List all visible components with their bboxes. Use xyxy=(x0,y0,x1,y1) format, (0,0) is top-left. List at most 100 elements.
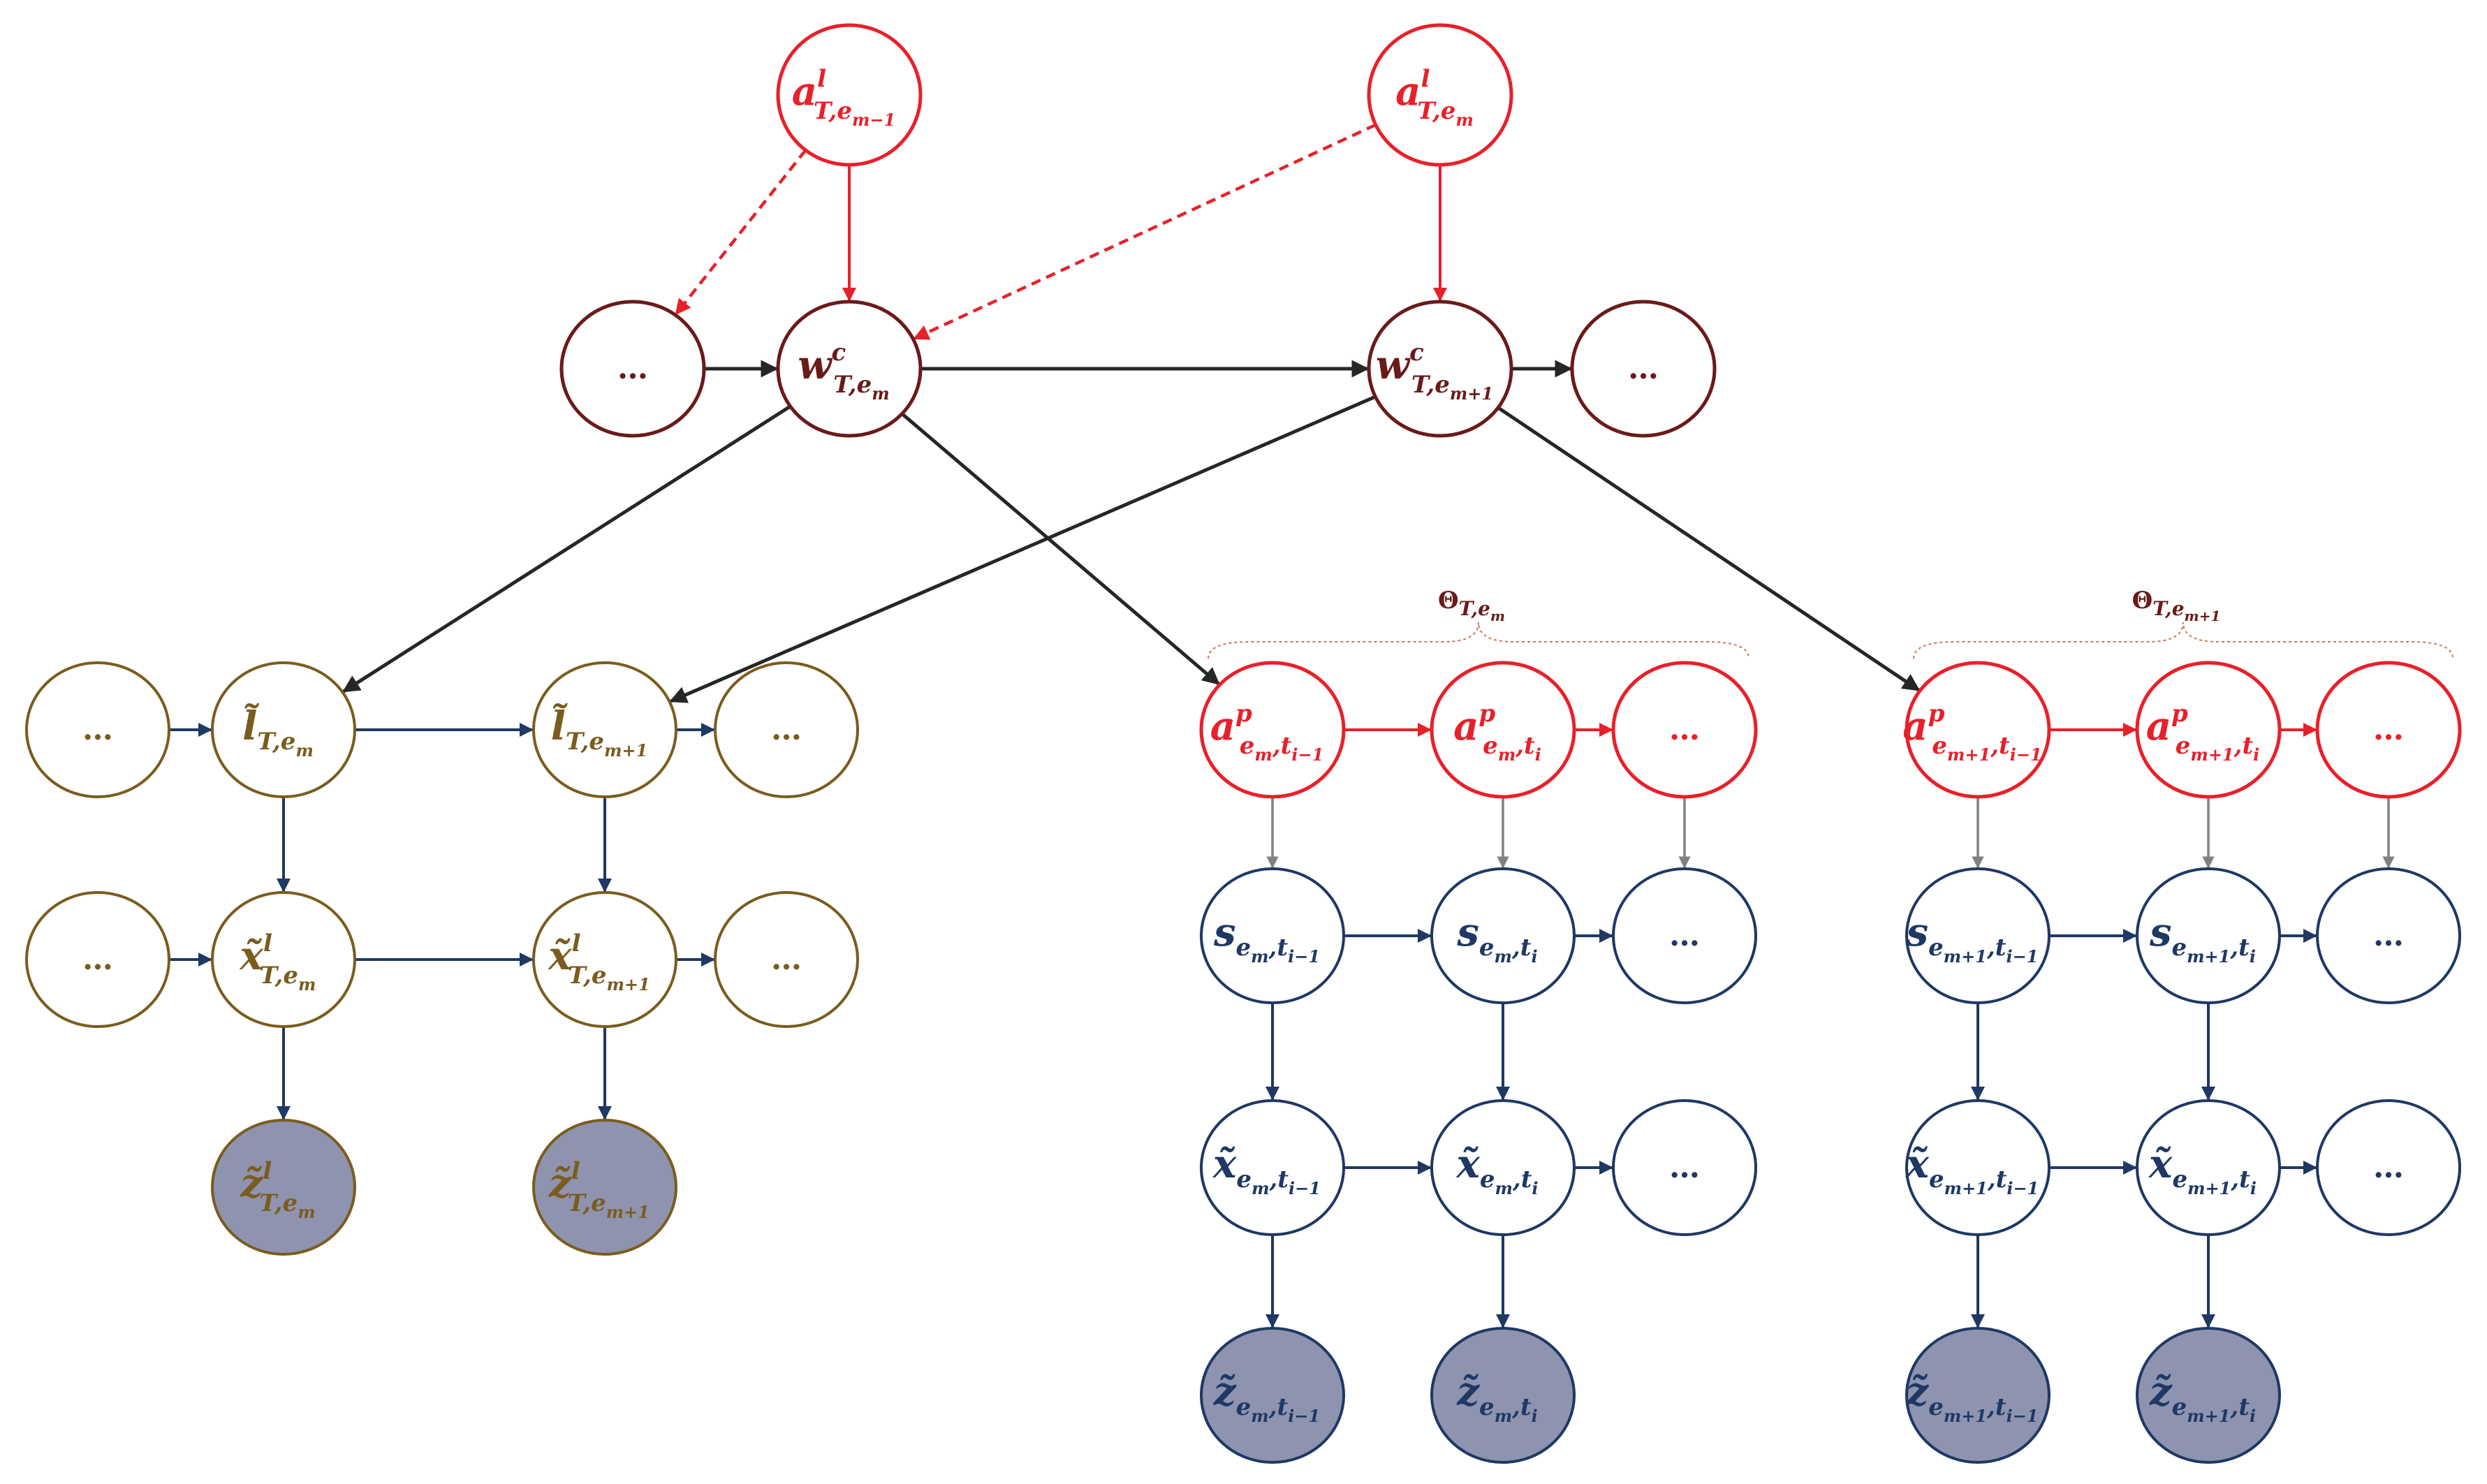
node-circle xyxy=(1905,1099,2051,1236)
node-circle xyxy=(776,300,923,438)
node-label: z̃em+1,ti−1 xyxy=(1905,1369,2038,1426)
node-circle xyxy=(1905,867,2051,1004)
node-label: x̃em+1,ti−1 xyxy=(1905,1141,2039,1198)
node-s_em_dots: … xyxy=(1612,867,1757,1004)
node-z_em_ti-1: z̃em,ti−1 xyxy=(1200,1327,1345,1464)
node-x_em1_ti: x̃em+1,ti xyxy=(2136,1099,2281,1236)
node-label: sem+1,ti−1 xyxy=(1906,909,2039,967)
node-label: … xyxy=(2373,918,2404,953)
node-circle xyxy=(1367,300,1513,438)
node-x_em_dots: … xyxy=(1612,1099,1757,1236)
node-label: z̃em,ti−1 xyxy=(1213,1369,1320,1426)
node-circle xyxy=(2135,661,2282,799)
node-circle xyxy=(532,661,677,798)
edge-a_l_em-to-w_em xyxy=(913,123,1377,340)
edge-layer xyxy=(169,123,2395,1328)
node-circle xyxy=(1905,661,2051,799)
node-circle xyxy=(714,891,859,1028)
node-circle xyxy=(1199,661,1346,799)
node-label: … xyxy=(1669,918,1700,953)
node-x_em_ti: x̃em,ti xyxy=(1430,1099,1576,1236)
node-label: … xyxy=(1669,712,1700,747)
node-s_em_ti-1: sem,ti−1 xyxy=(1200,867,1345,1004)
node-w_dots_right: … xyxy=(1570,300,1717,438)
node-circle xyxy=(1570,300,1717,438)
node-label: … xyxy=(2373,712,2404,747)
node-label: … xyxy=(82,712,113,747)
edge-w_em-to-ap_em_ti-1 xyxy=(900,412,1220,686)
node-circle xyxy=(1430,1099,1576,1236)
brace-theta_em: ΘT,em xyxy=(1208,587,1749,659)
node-ap_em_dots: … xyxy=(1611,661,1758,799)
node-circle xyxy=(211,891,356,1028)
node-l_em+1: l̃T,em+1 xyxy=(532,661,677,798)
node-circle xyxy=(559,300,706,438)
node-label: sem,ti−1 xyxy=(1213,909,1320,967)
node-label: x̃em+1,ti xyxy=(2148,1141,2257,1198)
node-label: z̃em+1,ti xyxy=(2149,1369,2256,1426)
node-circle xyxy=(211,1119,356,1256)
node-circle xyxy=(2316,1099,2461,1236)
node-s_em1_dots: … xyxy=(2316,867,2461,1004)
node-s_em1_ti: sem+1,ti xyxy=(2136,867,2281,1004)
node-circle xyxy=(776,23,923,167)
brace-curve xyxy=(1208,622,1749,659)
node-label: … xyxy=(1669,1149,1700,1185)
brace-label: ΘT,em+1 xyxy=(2132,587,2221,624)
node-circle xyxy=(211,661,356,798)
edge-w_em+1-to-l_em+1 xyxy=(669,395,1377,703)
node-s_em1_ti-1: sem+1,ti−1 xyxy=(1905,867,2051,1004)
node-z_em1_ti: z̃em+1,ti xyxy=(2136,1327,2281,1464)
node-label: x̃em,ti xyxy=(1455,1141,1538,1198)
node-circle xyxy=(1905,1327,2051,1464)
node-circle xyxy=(2315,661,2462,799)
node-z_em1_ti-1: z̃em+1,ti−1 xyxy=(1905,1327,2051,1464)
node-circle xyxy=(2136,867,2281,1004)
node-circle xyxy=(714,661,859,798)
node-label: … xyxy=(617,351,648,386)
node-s_em_ti: sem,ti xyxy=(1430,867,1576,1004)
node-ap_em1_dots: … xyxy=(2315,661,2462,799)
node-circle xyxy=(532,891,677,1028)
node-label: l̃T,em xyxy=(242,703,314,761)
node-circle xyxy=(1200,1327,1345,1464)
node-xl_dots_right: … xyxy=(714,891,859,1028)
node-x_em_ti-1: x̃em,ti−1 xyxy=(1200,1099,1345,1236)
node-label: … xyxy=(771,941,802,977)
node-circle xyxy=(25,891,170,1028)
node-circle xyxy=(1200,1099,1345,1236)
node-label: z̃em,ti xyxy=(1456,1369,1538,1426)
node-z_em_ti: z̃em,ti xyxy=(1430,1327,1576,1464)
node-xl_dots_left: … xyxy=(25,891,170,1028)
node-circle xyxy=(1430,1327,1576,1464)
node-label: … xyxy=(771,712,802,747)
node-circle xyxy=(1612,867,1757,1004)
node-circle xyxy=(2316,867,2461,1004)
node-circle xyxy=(1430,867,1576,1004)
node-circle xyxy=(2136,1327,2281,1464)
node-circle xyxy=(1611,661,1758,799)
node-x_em1_dots: … xyxy=(2316,1099,2461,1236)
brace-theta_em1: ΘT,em+1 xyxy=(1913,587,2453,659)
node-circle xyxy=(1200,867,1345,1004)
